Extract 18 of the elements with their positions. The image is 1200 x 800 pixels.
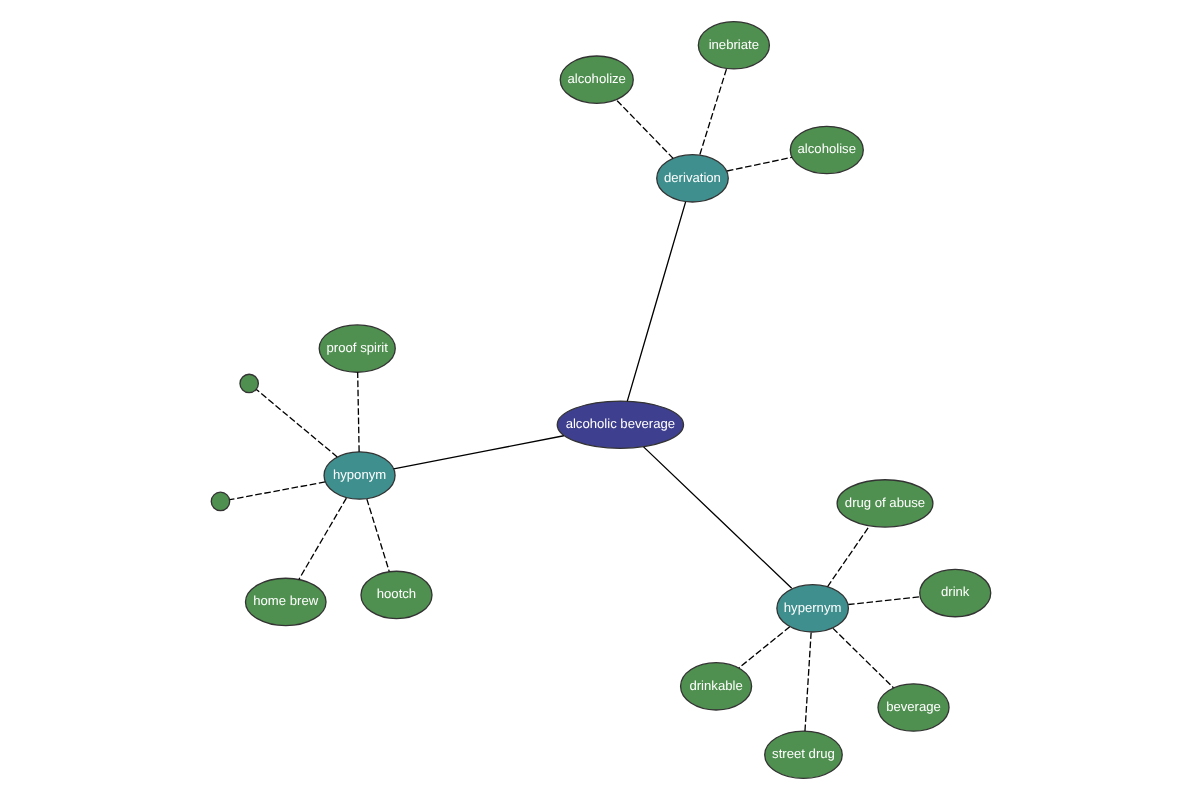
connector: [831, 627, 894, 689]
connector: [725, 156, 792, 172]
connector: [614, 99, 673, 159]
connector: [356, 371, 359, 453]
connector: [698, 68, 727, 156]
connector: [254, 388, 337, 458]
connector: [297, 497, 347, 581]
connector: [625, 201, 686, 402]
connector: [228, 481, 325, 501]
node-circle: [238, 373, 259, 394]
connector: [365, 498, 389, 573]
connector: [737, 626, 790, 669]
connector: [825, 525, 870, 588]
connector: [641, 446, 792, 589]
connector: [846, 596, 920, 606]
node-circle: [209, 491, 230, 512]
connector: [392, 435, 564, 470]
connector: [803, 631, 811, 732]
